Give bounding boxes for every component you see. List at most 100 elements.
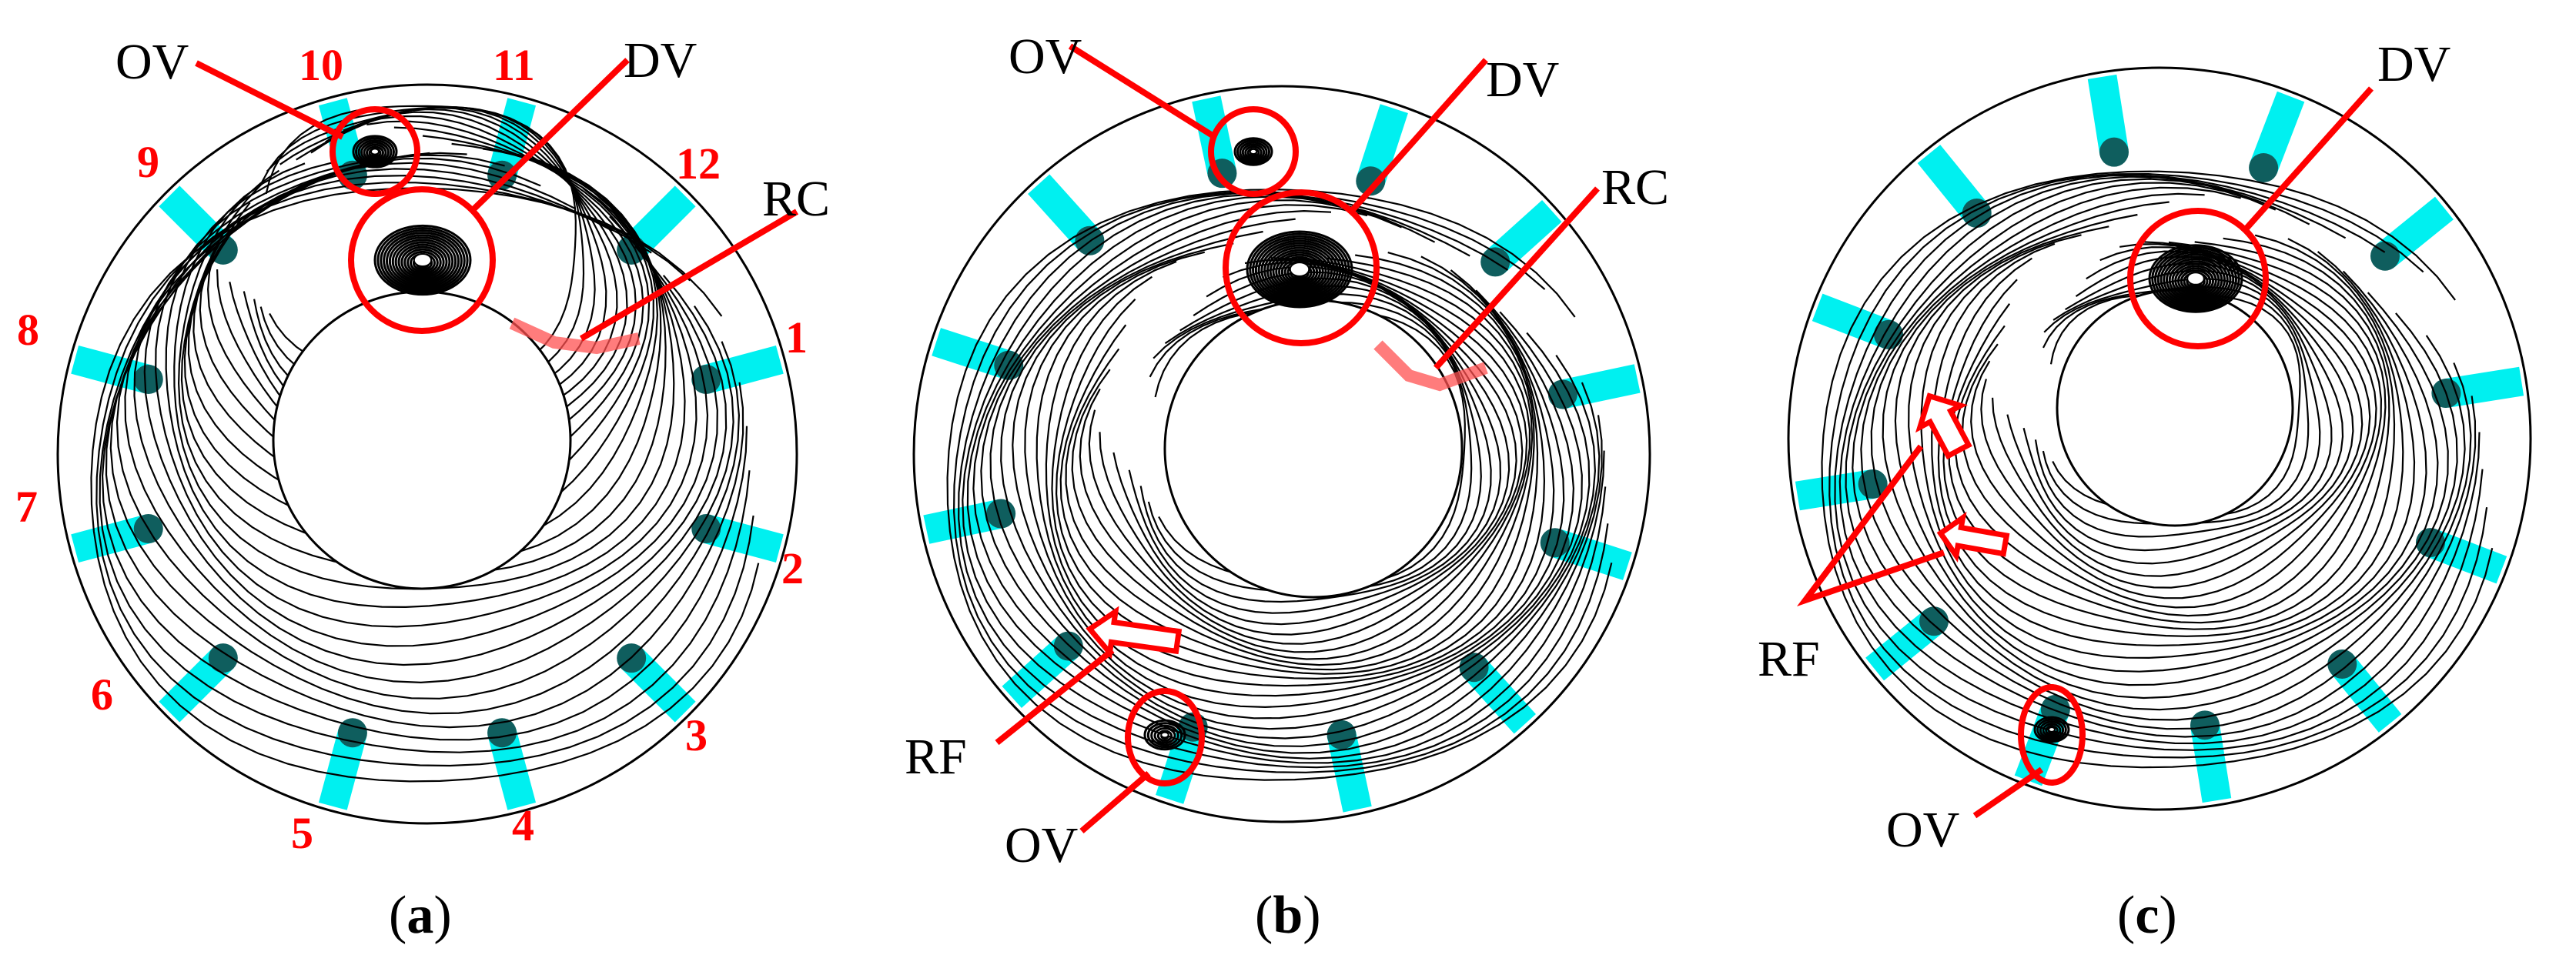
vortex-ring [2168,260,2223,300]
panel-b-ov-top-label: OV [1009,28,1082,85]
vortex-ring [373,224,472,296]
panel-c-dv-circle [2127,208,2269,349]
blade-number-7: 7 [15,482,38,532]
vortex-ring [394,241,451,282]
streamline [105,162,744,729]
streamline [1059,257,1534,671]
vortex-ring [397,243,448,281]
panel-c-rf-leader [1796,444,1945,607]
panel-b-ov-bottom-vortex [1143,719,1186,751]
vortex-ring [1244,145,1263,160]
panel-b-dv-leader [1349,58,1488,214]
streamline [1055,257,1535,675]
panel-b-rf-leader [995,647,1115,746]
blade-number-8: 8 [17,305,39,355]
diffuser-blade-tip [691,364,721,394]
vortex-ring [1266,246,1333,296]
panel-c-ov-leader [1972,766,2044,819]
streamline [95,182,754,767]
vortex-ring [380,229,466,292]
panel-a: OV DV RC 1 2 3 4 5 6 7 8 9 10 11 12 (a) [15,32,830,945]
streamline [1894,213,2439,686]
vortex-ring [1153,727,1176,744]
vortex-ring [1233,137,1273,166]
blade-number-11: 11 [493,40,535,90]
vortex-ring [2171,262,2220,299]
streamline [1071,259,1528,660]
streamline [109,157,741,715]
vortex-ring [403,248,442,277]
blade-number-6: 6 [91,669,113,720]
panel-b-rf-label: RF [905,729,967,785]
panel-a-dv-vortex [373,224,472,296]
vortex-ring [1252,235,1347,305]
streamline [1099,271,1510,636]
streamline [2042,285,2310,525]
streamline [962,193,1605,764]
vortex-ring [1150,724,1179,746]
panel-c-inner-shaft [2056,289,2294,527]
vortex-ring [1260,242,1339,299]
streamline [989,209,1591,740]
vortex-ring [388,236,457,286]
vortex-ring [2174,265,2217,297]
streamline [101,168,748,741]
panel-c-rf-arrow-upper [1915,392,1972,460]
vortex-ring [1254,237,1345,303]
panel-b-ov-top-circle [1208,106,1299,197]
panel-b-blades [923,95,1641,813]
panel-b-ov-top-leader [1068,43,1217,140]
diffuser-blade-tip [1326,720,1357,750]
panel-a-dv-leader [471,58,630,212]
vortex-ring [2036,718,2067,741]
diffuser-blade-tip [208,643,238,673]
vortex-core [413,252,433,268]
vortex-ring [2166,258,2226,302]
panel-c-caption: (c) [2117,886,2177,945]
vortex-ring [2154,249,2237,309]
vortex-ring [2156,251,2235,308]
panel-a-ov-vortex [352,135,398,169]
streamline [1882,201,2449,700]
panel-b-ov-bottom-circle [1125,688,1205,786]
vortex-ring [1146,722,1183,749]
streamline [1852,182,2472,730]
panel-b-dv-vortex [1246,230,1353,309]
blade-number-3: 3 [685,710,708,760]
streamline [90,187,760,783]
streamline [980,204,1597,747]
panel-a-caption: (a) [389,886,452,945]
streamline [99,175,751,753]
panel-b-caption: (b) [1255,886,1321,945]
vortex-ring [2033,716,2070,743]
panel-b: OV DV RC RF OV (b) [905,28,1669,945]
diffuser-blade-tip [133,364,163,394]
vortex-ring [2039,720,2065,740]
streamline [1845,178,2477,738]
vortex-ring [2163,255,2229,304]
streamline [165,161,686,609]
vortex-ring [386,234,460,289]
vortex-ring [2148,244,2243,313]
vortex-core [1160,731,1169,739]
vortex-ring [1239,141,1268,163]
panel-a-ov-label: OV [115,34,189,90]
panel-c-ov-circle [2018,684,2086,786]
blade-number-9: 9 [137,137,159,187]
blade-number-12: 12 [676,139,721,189]
streamline [1079,262,1524,653]
vortex-ring [366,145,384,160]
streamline [1920,234,2416,659]
vortex-core [2186,272,2205,285]
vortex-ring [391,239,454,285]
streamline [1954,241,2383,617]
vortex-ring [1156,730,1173,742]
vortex-ring [1143,719,1186,751]
panel-c-dv-label: DV [2377,36,2451,92]
vortex-ring [383,232,463,290]
vortex-ring [2042,723,2062,738]
streamline [1051,254,1539,680]
vortex-ring [406,250,439,275]
blade-number-2: 2 [781,543,804,593]
